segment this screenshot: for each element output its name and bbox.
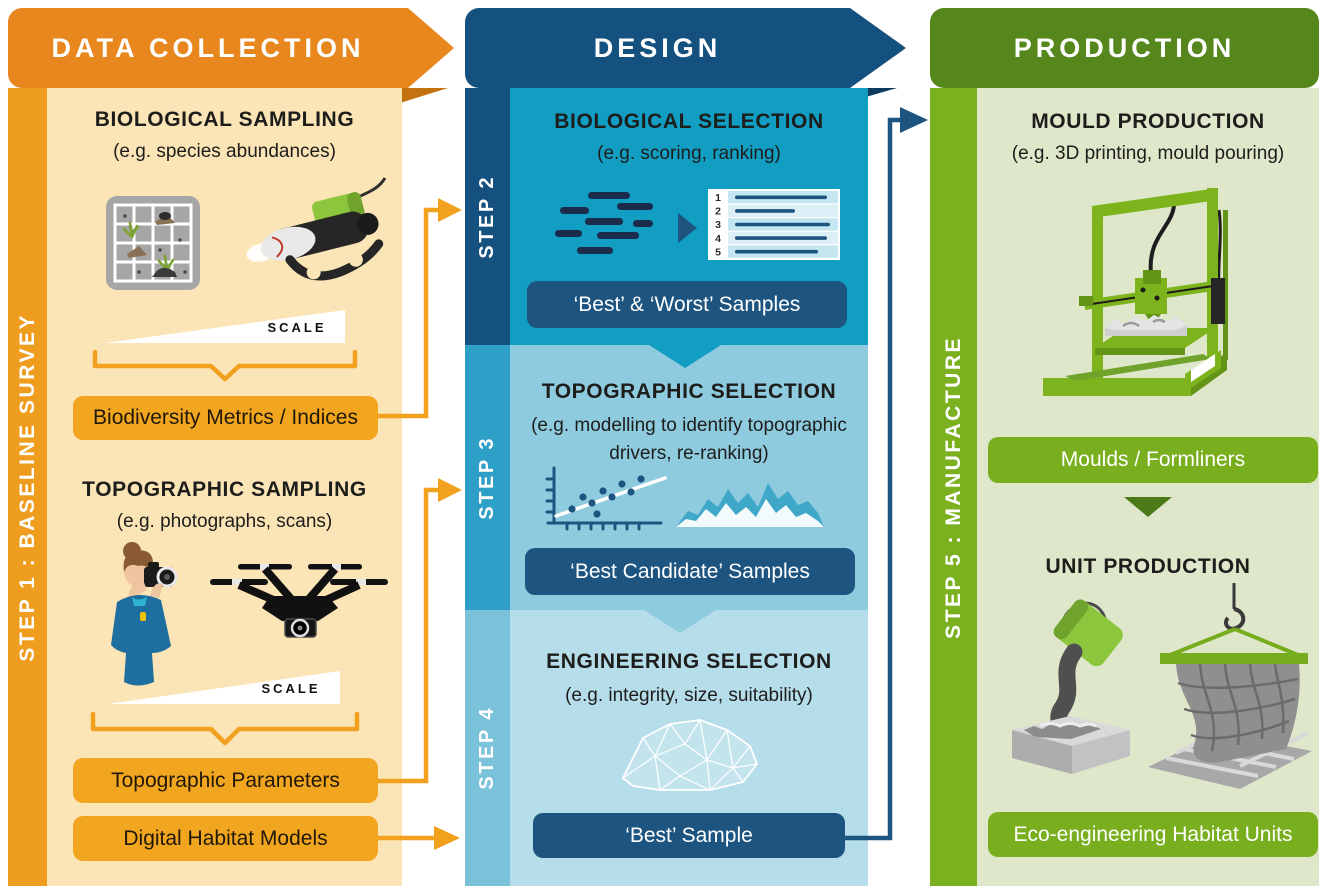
best-worst-samples-pill: ‘Best’ & ‘Worst’ Samples (527, 281, 847, 328)
topographic-sampling-subtitle: (e.g. photographs, scans) (116, 511, 333, 532)
best-candidate-samples-pill: ‘Best Candidate’ Samples (525, 548, 855, 595)
rank-number: 4 (715, 233, 721, 245)
unit-production-title: UNIT PRODUCTION (1045, 555, 1251, 578)
topographic-parameters-label: Topographic Parameters (111, 768, 340, 792)
eco-engineering-habitat-units-label: Eco-engineering Habitat Units (1013, 822, 1293, 846)
terrain-icon (676, 483, 824, 527)
data-collection-banner: DATA COLLECTION (8, 8, 408, 88)
step2-strip: STEP 2 (465, 88, 510, 345)
data-collection-ribbon-fold (400, 88, 448, 103)
scale-wedge-icon (108, 671, 340, 704)
rov-icon (246, 177, 387, 281)
data-collection-title: DATA COLLECTION (51, 32, 365, 63)
best-sample-pill: ‘Best’ Sample (533, 813, 845, 858)
moulds-formliners-pill: Moulds / Formliners (988, 437, 1318, 483)
rank-number: 5 (715, 246, 721, 258)
step3-to-step4-chevron-icon (644, 610, 716, 633)
production-banner: PRODUCTION (930, 8, 1319, 88)
step5-side-strip: STEP 5 : MANUFACTURE (930, 88, 977, 886)
bracket-icon (92, 350, 358, 382)
bracket-icon (90, 712, 360, 746)
arrowhead-production-icon (900, 107, 928, 133)
best-sample-label: ‘Best’ Sample (625, 823, 753, 847)
mould-to-unit-chevron-icon (1124, 497, 1172, 517)
design-banner: DESIGN (465, 8, 850, 88)
production-title: PRODUCTION (1013, 32, 1236, 63)
rank-list-icon: 1 2 3 4 5 (708, 189, 840, 260)
data-collection-banner-arrow-icon (408, 8, 454, 88)
step3-label: STEP 3 (476, 435, 498, 520)
engineering-selection-subtitle: (e.g. integrity, size, suitability) (565, 685, 813, 706)
design-banner-arrow-icon (850, 8, 906, 88)
step4-strip: STEP 4 (465, 610, 510, 886)
arrowhead-step4-icon (434, 826, 460, 850)
rank-number: 3 (715, 219, 721, 231)
step3-strip: STEP 3 (465, 345, 510, 610)
moulds-formliners-label: Moulds / Formliners (1060, 448, 1246, 471)
best-candidate-samples-label: ‘Best Candidate’ Samples (570, 559, 810, 583)
step2-to-step3-chevron-icon (649, 345, 721, 368)
drone-icon (210, 564, 388, 638)
topographic-selection-subtitle: (e.g. modelling to identify topographic … (531, 415, 847, 464)
biodiversity-metrics-pill: Biodiversity Metrics / Indices (73, 396, 378, 440)
biological-selection-subtitle: (e.g. scoring, ranking) (597, 143, 781, 164)
mould-production-title: MOULD PRODUCTION (1031, 110, 1265, 133)
digital-habitat-models-pill: Digital Habitat Models (73, 816, 378, 861)
printer-3d-icon (1043, 188, 1228, 396)
engineering-selection-title: ENGINEERING SELECTION (546, 650, 832, 673)
step2-label: STEP 2 (476, 174, 498, 259)
sample-dashes-icon (555, 192, 653, 254)
biological-selection-title: BIOLOGICAL SELECTION (554, 110, 824, 133)
rank-number: 2 (715, 206, 721, 218)
mould-production-subtitle: (e.g. 3D printing, mould pouring) (1011, 143, 1285, 164)
topographic-sampling-title: TOPOGRAPHIC SAMPLING (82, 478, 367, 501)
topographic-selection-title: TOPOGRAPHIC SELECTION (541, 380, 837, 403)
quadrat-icon (106, 196, 200, 290)
biodiversity-metrics-label: Biodiversity Metrics / Indices (93, 406, 358, 429)
eco-engineering-habitat-units-pill: Eco-engineering Habitat Units (988, 812, 1318, 857)
scatter-plot-icon (545, 466, 667, 531)
step1-side-strip: STEP 1 : BASELINE SURVEY (8, 88, 47, 886)
topographic-parameters-pill: Topographic Parameters (73, 758, 378, 803)
scale-label: SCALE (261, 681, 321, 696)
step4-label: STEP 4 (476, 706, 498, 790)
scale-label: SCALE (267, 320, 327, 335)
design-title: DESIGN (593, 32, 722, 63)
biological-sampling-title: BIOLOGICAL SAMPLING (94, 108, 355, 131)
step5-side-label: STEP 5 : MANUFACTURE (941, 335, 965, 639)
best-worst-samples-label: ‘Best’ & ‘Worst’ Samples (573, 292, 801, 316)
biological-sampling-subtitle: (e.g. species abundances) (113, 141, 336, 162)
rank-number: 1 (715, 192, 721, 204)
scale-wedge-icon (105, 310, 345, 343)
concrete-pour-icon (1012, 599, 1130, 774)
mesh-rock-icon (622, 719, 758, 791)
photographer-icon (111, 542, 178, 686)
play-arrow-icon (678, 213, 697, 243)
arrowhead-step2-icon (438, 198, 462, 222)
step1-side-label: STEP 1 : BASELINE SURVEY (15, 312, 39, 662)
arrowhead-step3-icon (438, 478, 462, 502)
formliner-crane-icon (1148, 583, 1312, 789)
digital-habitat-models-label: Digital Habitat Models (123, 826, 328, 850)
